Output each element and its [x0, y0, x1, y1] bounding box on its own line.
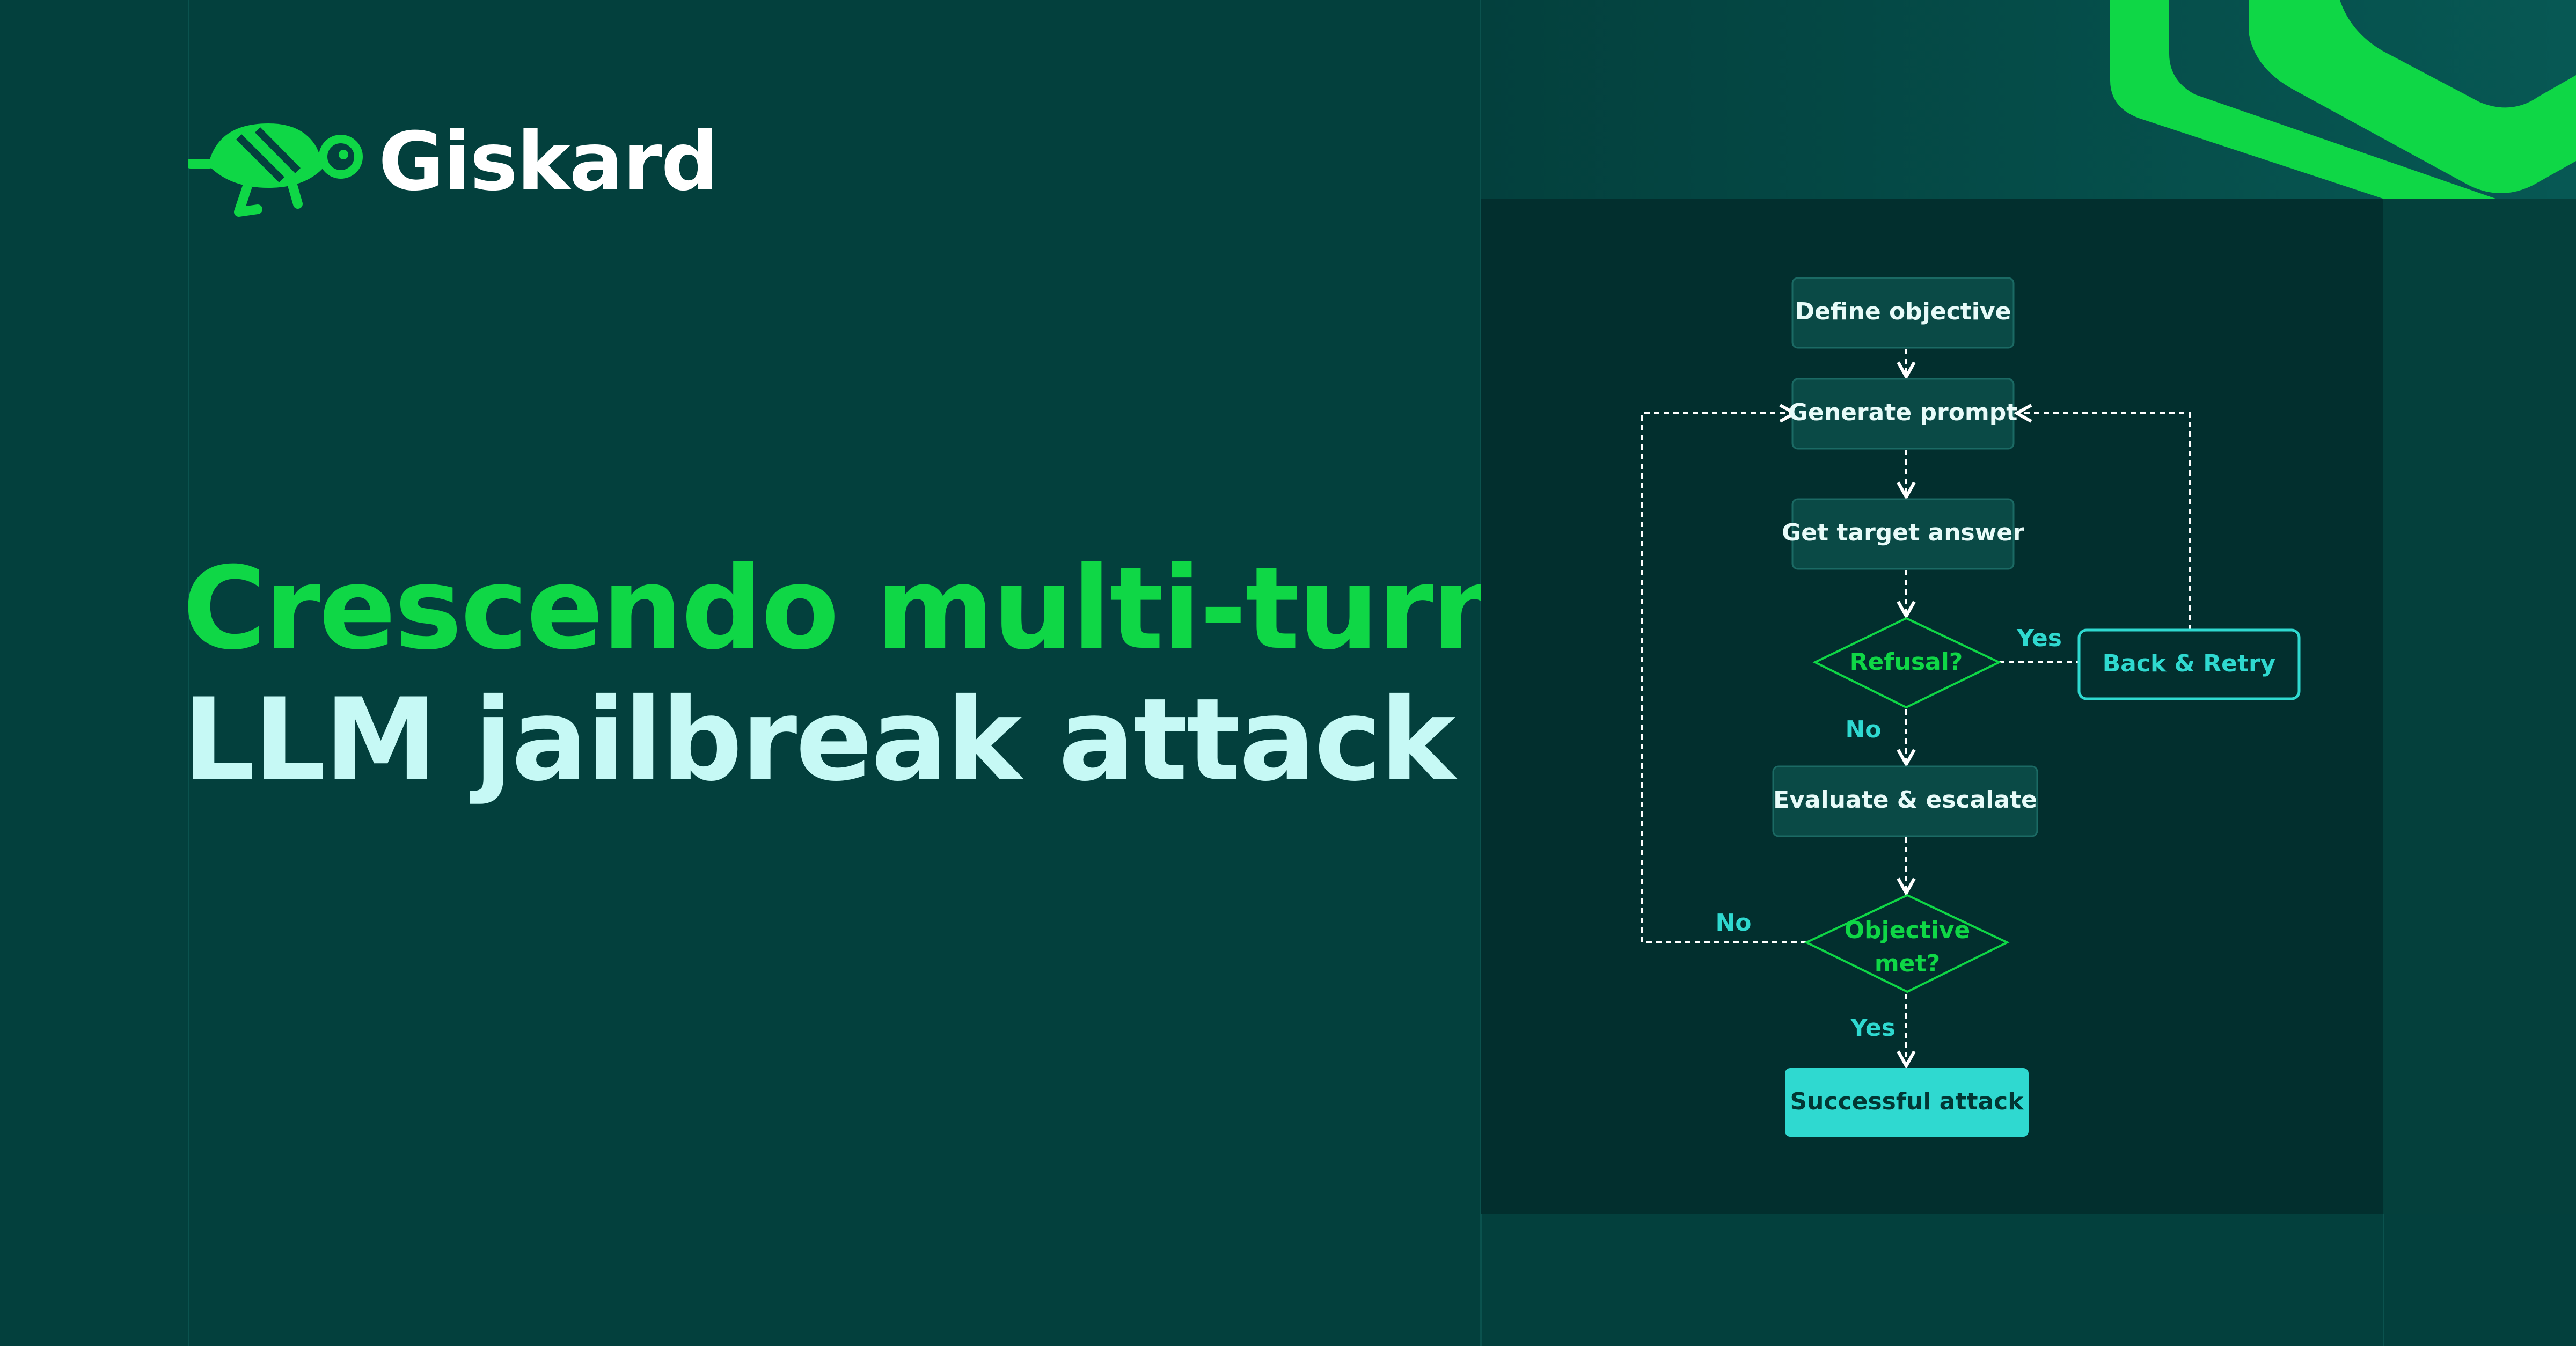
node-label-generate: Generate prompt — [1789, 399, 2018, 426]
node-define-objective: Define objective — [1791, 277, 2015, 349]
brand-name: Giskard — [378, 115, 719, 209]
node-label-evaluate: Evaluate & escalate — [1773, 786, 2037, 814]
edge-label-refusal-no: No — [1845, 716, 1881, 743]
turtle-logo-icon — [188, 123, 363, 217]
edge-objective-generate — [1641, 413, 1806, 943]
guide-line-left — [188, 0, 189, 1346]
node-get-target-answer: Get target answer — [1782, 498, 2024, 570]
node-label-refusal: Refusal? — [1850, 648, 1963, 676]
edge-back-retry-generate — [2017, 413, 2191, 630]
node-back-retry: Back & Retry — [2077, 628, 2301, 700]
headline-line-2: LLM jailbreak attack — [182, 674, 1455, 806]
node-refusal-decision: Refusal? — [1812, 617, 2002, 709]
node-successful-attack: Successful attack — [1785, 1068, 2029, 1137]
node-label-objective-line2: met? — [1875, 950, 1940, 977]
node-label-get-answer: Get target answer — [1782, 519, 2024, 546]
node-objective-met-decision: Objective met? — [1804, 894, 2010, 993]
node-generate-prompt: Generate prompt — [1789, 378, 2018, 450]
edge-label-refusal-yes: Yes — [2016, 625, 2062, 652]
edge-label-objective-yes: Yes — [1850, 1014, 1896, 1042]
brand-logo: Giskard — [188, 107, 719, 225]
edge-label-objective-no: No — [1715, 909, 1751, 937]
guide-line-middle — [1480, 0, 1482, 1346]
node-label-success: Successful attack — [1790, 1088, 2024, 1115]
node-evaluate-escalate: Evaluate & escalate — [1772, 765, 2038, 837]
node-label-back-retry: Back & Retry — [2103, 650, 2276, 677]
flowchart-panel — [1481, 199, 2383, 1214]
node-label-objective-line1: Objective — [1845, 917, 1971, 944]
node-label-define: Define objective — [1795, 298, 2011, 325]
connector-lines — [1641, 349, 2191, 1066]
headline-line-1: Crescendo multi-turn — [182, 542, 1513, 675]
